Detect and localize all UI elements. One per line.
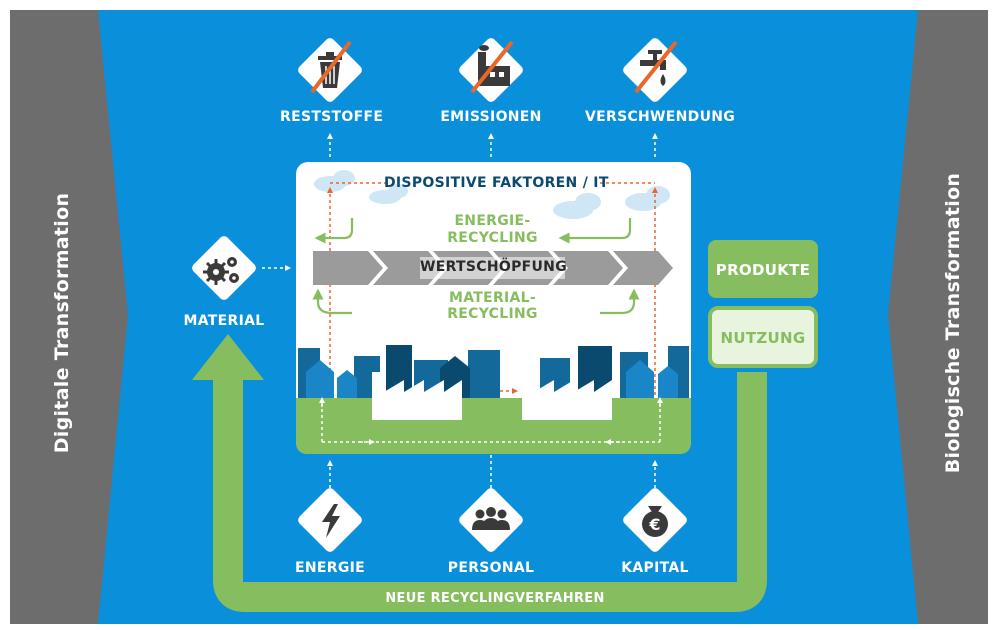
neue-recyclingverfahren-label: NEUE RECYCLINGVERFAHREN — [385, 591, 605, 606]
reststoffe-label: RESTSTOFFE — [280, 109, 384, 125]
right-band — [888, 10, 988, 624]
produkte-label: PRODUKTE — [715, 261, 811, 279]
dispositive-faktoren-label: DISPOSITIVE FAKTOREN / IT — [384, 175, 609, 191]
recycling-loop-arrowhead — [192, 334, 264, 380]
ground-strip — [296, 398, 691, 454]
verschwendung-label: VERSCHWENDUNG — [585, 109, 736, 125]
svg-text:€: € — [648, 515, 660, 534]
personal-label: PERSONAL — [447, 560, 535, 576]
energie-recycling-label-1: ENERGIE- — [454, 213, 531, 229]
biologische-transformation-label: Biologische Transformation — [942, 172, 964, 474]
trash-crossed-icon — [310, 40, 352, 94]
factory-crossed-icon — [470, 40, 514, 94]
material-recycling-label-2: RECYCLING — [447, 306, 538, 322]
energie-recycling-label-2: RECYCLING — [447, 230, 538, 246]
recycling-loop — [213, 372, 767, 612]
wertschoepfung-label: WERTSCHÖPFUNG — [420, 259, 567, 275]
emissionen-label: EMISSIONEN — [440, 109, 542, 125]
material-recycling-label-1: MATERIAL- — [448, 290, 537, 306]
gears-icon — [203, 257, 239, 285]
money-bag-icon: € — [642, 506, 668, 537]
energie-label: ENERGIE — [295, 560, 365, 576]
nutzung-box — [708, 306, 818, 368]
skyline — [298, 345, 689, 420]
people-icon — [472, 507, 510, 530]
kapital-label: KAPITAL — [621, 560, 689, 576]
faucet-crossed-icon — [634, 40, 678, 94]
produkte-box — [708, 240, 818, 298]
material-label: MATERIAL — [183, 313, 265, 329]
left-band — [10, 10, 128, 624]
nutzung-label: NUTZUNG — [720, 329, 806, 347]
lightning-icon — [322, 504, 340, 538]
digitale-transformation-label: Digitale Transformation — [51, 192, 73, 454]
